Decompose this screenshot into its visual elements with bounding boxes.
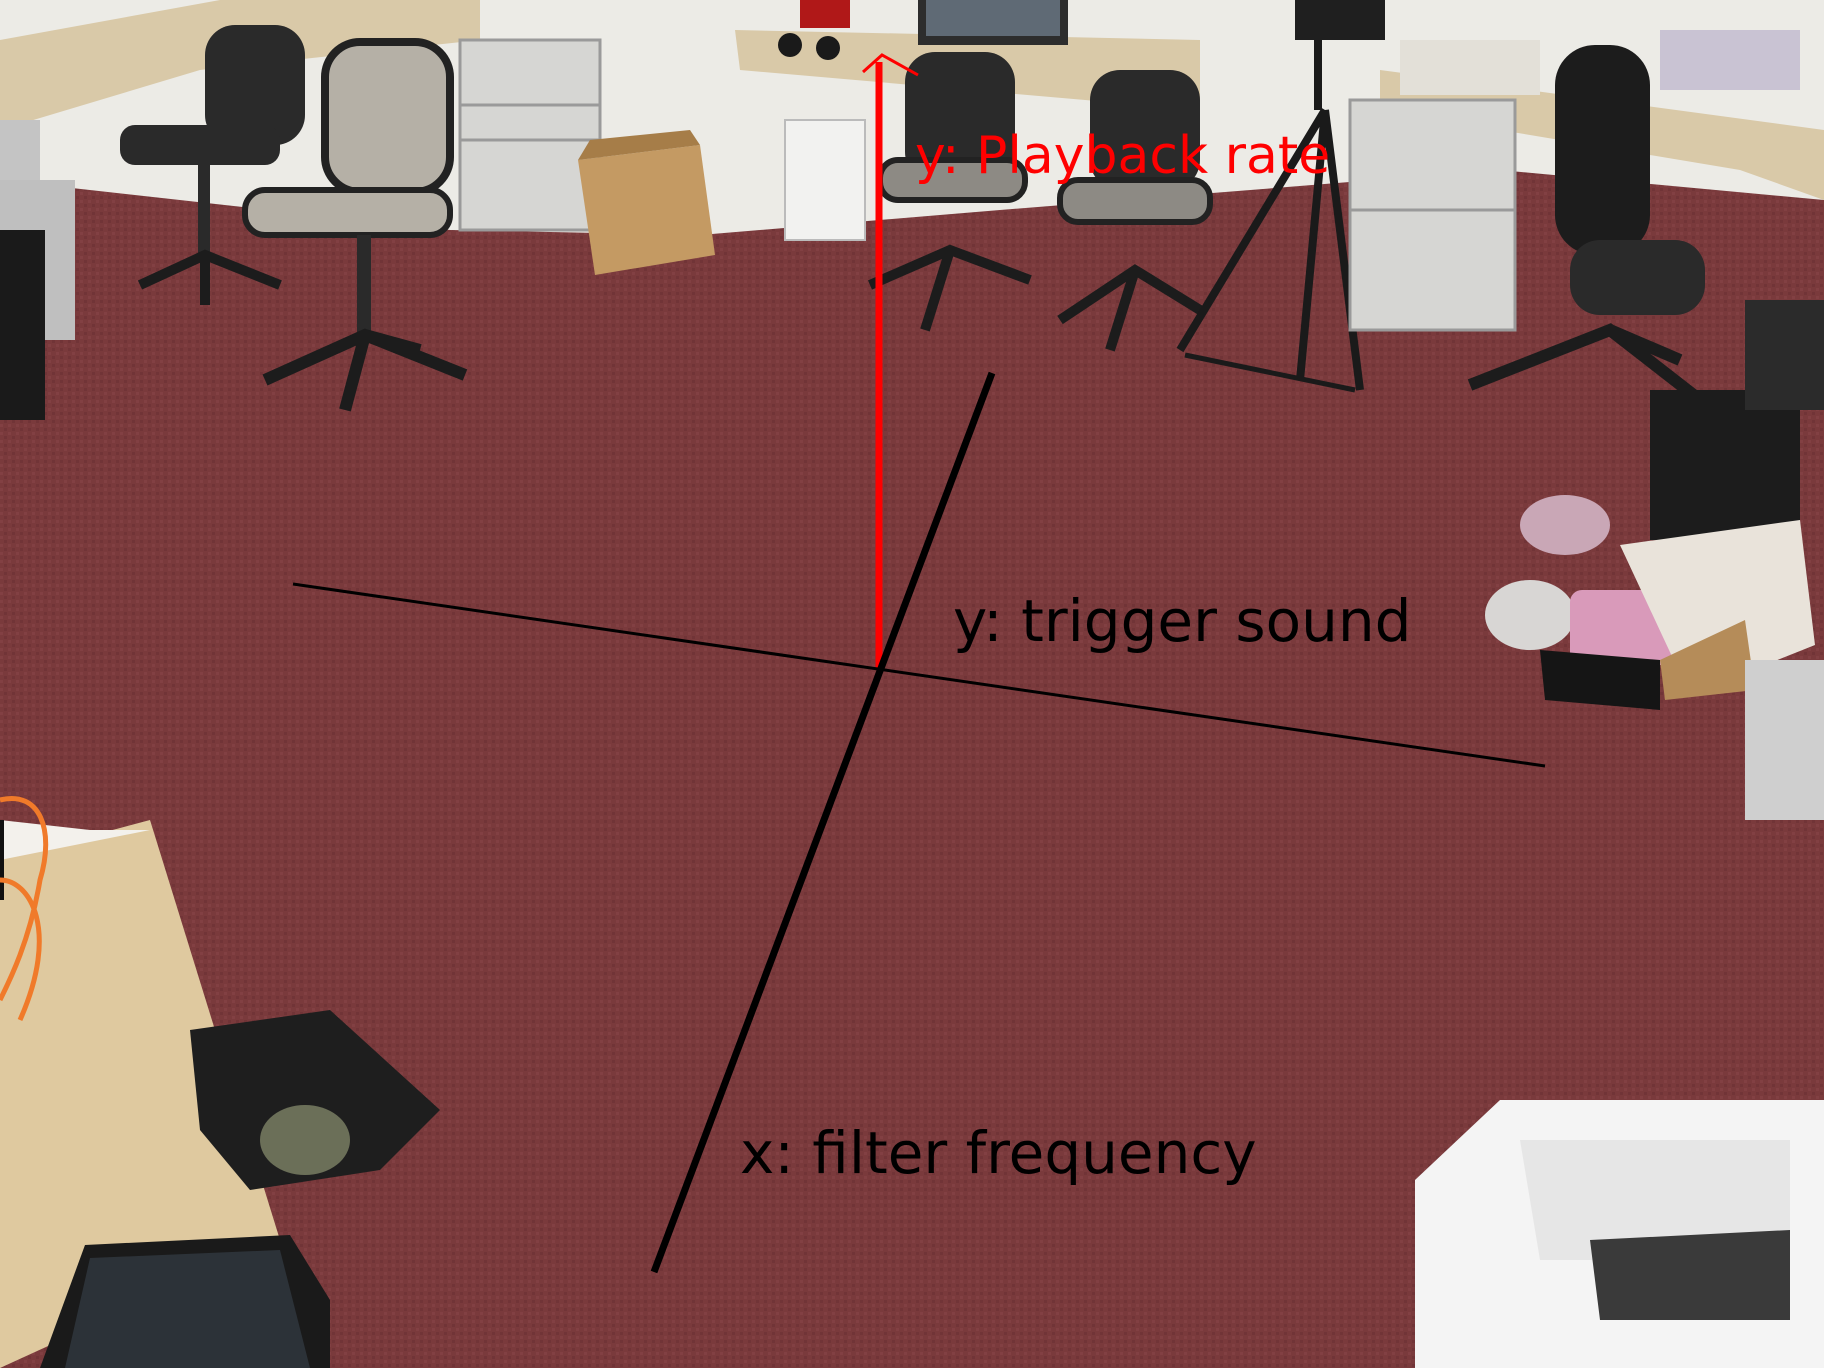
y-playback-axis-arrowhead [861, 53, 919, 77]
monitor [918, 0, 1068, 45]
bubble-wrap-packages [1485, 495, 1685, 710]
equipment-case [1745, 300, 1824, 410]
office-chair [120, 25, 305, 305]
plywood-cabinet [0, 820, 280, 1368]
red-box [800, 0, 850, 28]
mesh-office-chair [1467, 45, 1705, 405]
trash-can [40, 1235, 330, 1368]
office-chair [1057, 70, 1213, 352]
office-chair [867, 52, 1032, 332]
headphones [778, 33, 840, 60]
cardboard-box [1620, 520, 1815, 700]
orange-cable [0, 796, 49, 1002]
speaker [1295, 0, 1385, 40]
orange-cable [0, 877, 42, 1022]
equipment-case [1650, 390, 1800, 540]
camera-tripod [1176, 40, 1364, 393]
backpack [190, 1010, 440, 1190]
playback-rate-label: y: Playback rate [915, 126, 1331, 186]
office-chair [242, 38, 468, 412]
trigger-sound-label: y: trigger sound [953, 587, 1412, 655]
x-filter-axis-line [650, 371, 996, 1274]
y-trigger-axis-line [292, 582, 1546, 768]
filing-cabinet [458, 38, 602, 232]
cardboard-box [578, 130, 715, 275]
printer [1415, 1100, 1824, 1368]
equipment-case [1745, 660, 1824, 820]
filter-frequency-label: x: filter frequency [740, 1119, 1257, 1187]
